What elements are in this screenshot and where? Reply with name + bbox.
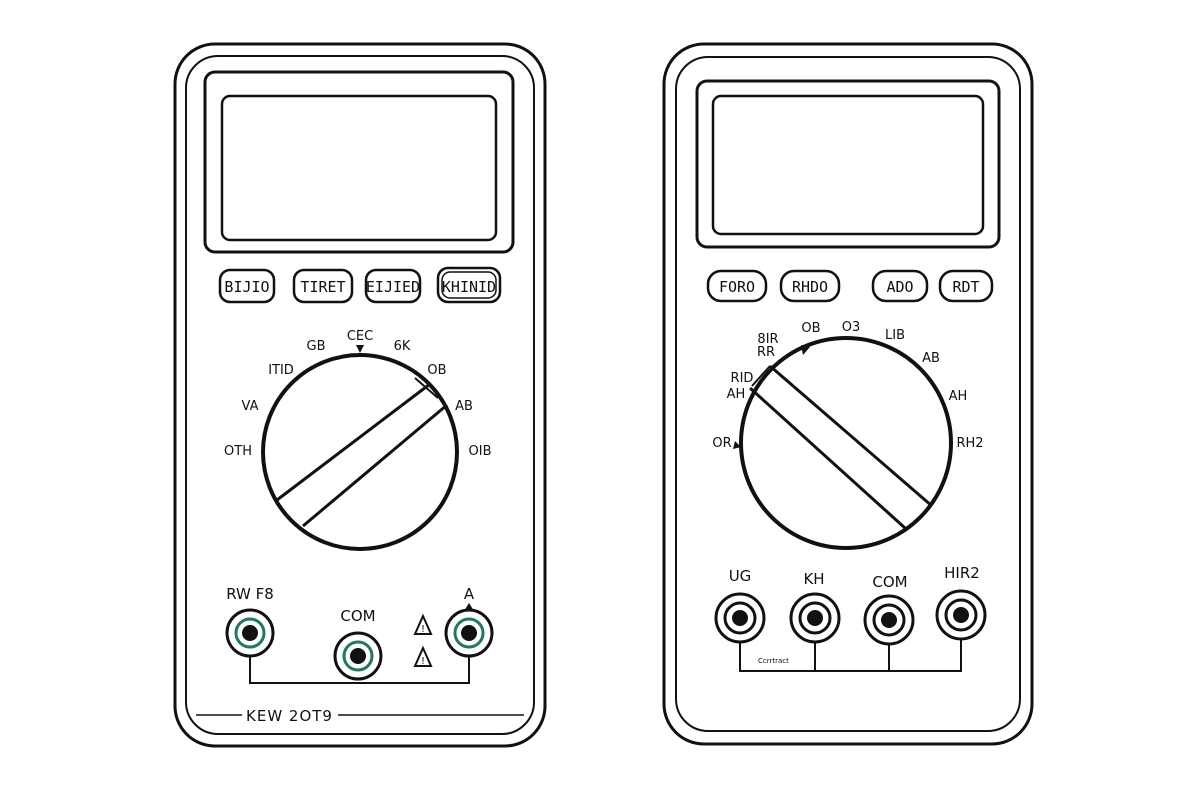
jack-arrow <box>464 603 474 611</box>
dial-label: AB <box>455 399 473 414</box>
function-button[interactable]: KHINID <box>436 266 502 304</box>
dial-pointer-edge <box>276 382 431 502</box>
meter-inner-case <box>185 55 535 735</box>
rotary-dial[interactable] <box>261 345 459 551</box>
dial-label: OTH <box>224 444 252 459</box>
svg-text:!: ! <box>421 624 425 635</box>
display-screen <box>711 94 985 236</box>
display-bezel <box>695 79 1001 249</box>
dial-label: AH <box>949 389 968 404</box>
dial-indicator-arrow <box>733 441 741 449</box>
jack-label: KH <box>803 570 824 588</box>
rotary-dial[interactable] <box>733 336 953 550</box>
jack-label: RW F8 <box>226 585 274 603</box>
function-button[interactable]: BIJIO <box>218 268 276 304</box>
dial-pointer-edge <box>748 386 907 530</box>
dial-label: RR <box>757 345 775 360</box>
brand-label: KEW 2OT9 <box>246 707 333 725</box>
jack-connection-line <box>739 639 962 672</box>
function-button[interactable]: FORO <box>706 269 768 303</box>
function-button[interactable]: RHDO <box>779 269 841 303</box>
dial-label: AH <box>727 387 746 402</box>
dial-label: OB <box>427 363 446 378</box>
display-screen <box>220 94 498 242</box>
dial-indicator-arrow <box>801 345 810 355</box>
button-label: ADO <box>886 278 913 296</box>
input-jacks: RW F8 COM A ! <box>225 585 494 684</box>
input-jack[interactable] <box>863 594 915 646</box>
function-button[interactable]: EIJIED <box>364 268 422 304</box>
dial-label: CEC <box>347 329 373 344</box>
button-label: KHINID <box>442 278 496 296</box>
dial-label: GB <box>307 339 326 354</box>
dial-label: VA <box>242 399 259 414</box>
meter-inner-case <box>675 56 1021 732</box>
terminal-note: Ccrrtract <box>758 657 789 665</box>
dial-label: 8IR <box>757 332 778 347</box>
dial-label: OB <box>801 321 820 336</box>
function-buttons: FORO RHDO ADO RDT <box>706 269 994 303</box>
warning-icon: ! <box>413 613 433 635</box>
button-label: EIJIED <box>366 278 420 296</box>
button-label: BIJIO <box>224 278 269 296</box>
dial-ring <box>739 336 953 550</box>
dial-label: OR <box>712 436 731 451</box>
multimeter-left: BIJIO TIRET EIJIED KHINID <box>173 42 547 748</box>
svg-text:!: ! <box>421 656 425 667</box>
dial-pointer-edge <box>302 403 448 528</box>
dial-label: AB <box>922 351 940 366</box>
dial-label: O3 <box>842 320 861 335</box>
function-button[interactable]: RDT <box>938 269 994 303</box>
input-jack[interactable] <box>333 631 383 681</box>
dial-label: OIB <box>469 444 492 459</box>
meter-outer-case <box>662 42 1034 746</box>
warning-icon: ! <box>413 645 433 667</box>
jack-label: COM <box>340 607 375 625</box>
function-buttons: BIJIO TIRET EIJIED KHINID <box>218 266 502 304</box>
input-jack[interactable] <box>444 608 494 658</box>
input-jack[interactable] <box>714 592 766 644</box>
dial-labels: OB O3 LIB 8IR RR AB RID AH AH OR RH2 <box>712 320 983 451</box>
dial-label: LIB <box>885 328 905 343</box>
function-button[interactable]: ADO <box>871 269 929 303</box>
dial-label: ITID <box>268 363 294 378</box>
input-jack[interactable] <box>789 592 841 644</box>
meter-outer-case <box>173 42 547 748</box>
button-label: TIRET <box>300 278 345 296</box>
button-label: RDT <box>952 278 979 296</box>
input-jack[interactable] <box>225 608 275 658</box>
dial-label: RH2 <box>956 436 983 451</box>
function-button[interactable]: TIRET <box>292 268 354 304</box>
dial-pointer-edge <box>769 364 933 508</box>
input-jacks: UG KH COM HIR2 <box>714 564 987 672</box>
dial-label: RID <box>731 371 754 386</box>
button-label: FORO <box>719 278 755 296</box>
jack-connection-line <box>249 656 470 684</box>
multimeter-right: FORO RHDO ADO RDT OB <box>662 42 1034 746</box>
dial-ring <box>261 353 459 551</box>
display-bezel <box>203 70 515 254</box>
dial-indicator-arrow <box>356 345 364 353</box>
jack-label: UG <box>729 567 752 585</box>
jack-label: A <box>464 585 475 603</box>
jack-label: HIR2 <box>944 564 980 582</box>
dial-labels: CEC GB 6K ITID OB VA AB OTH OIB <box>224 329 491 459</box>
jack-label: COM <box>872 573 907 591</box>
dial-label: 6K <box>394 339 411 354</box>
input-jack[interactable] <box>935 589 987 641</box>
button-label: RHDO <box>792 278 828 296</box>
